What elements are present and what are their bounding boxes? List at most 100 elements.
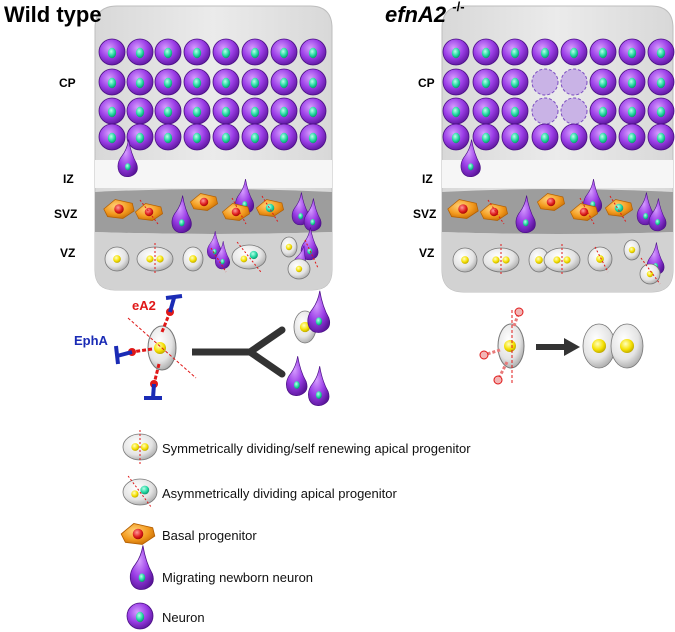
neuron-icon (442, 68, 470, 96)
neuron-icon (299, 68, 327, 96)
neuron-icon (560, 38, 588, 66)
neuron-icon (212, 97, 240, 125)
daughter-progenitor-icon (610, 323, 644, 369)
neuron-icon (501, 97, 529, 125)
neuron-icon (589, 68, 617, 96)
missing-neuron-icon (531, 68, 559, 96)
symmetric-progenitor-icon (482, 244, 520, 276)
symmetric-progenitor-icon (104, 246, 130, 272)
symmetric-progenitor-icon (287, 258, 311, 280)
neuron-icon (270, 123, 298, 151)
neuron-icon (98, 38, 126, 66)
neuron-icon (618, 68, 646, 96)
neuron-icon (212, 123, 240, 151)
receptor-label: EphA (74, 333, 108, 348)
wild-type-title: Wild type (4, 2, 102, 27)
neuron-icon (618, 97, 646, 125)
legend-label-migrating: Migrating newborn neuron (162, 570, 314, 585)
neuron-icon (183, 123, 211, 151)
zone-label-svz-left: SVZ (54, 207, 78, 221)
missing-neuron-icon (560, 97, 588, 125)
legend-label-basal: Basal progenitor (162, 528, 257, 543)
basal-progenitor-icon (536, 193, 565, 211)
neuron-icon (647, 68, 675, 96)
division-arrow-right (536, 338, 580, 356)
basal-progenitor-icon (189, 193, 218, 211)
neuron-icon (618, 38, 646, 66)
legend-label-asymmetric: Asymmetrically dividing apical progenito… (162, 486, 397, 501)
asymmetric-progenitor-icon (122, 475, 158, 509)
neuron-icon (472, 38, 500, 66)
neuron-icon (241, 123, 269, 151)
neuron-icon (154, 123, 182, 151)
legend-label-neuron: Neuron (162, 610, 205, 625)
zone-label-cp-right: CP (418, 76, 435, 90)
migrating-neuron-icon (460, 139, 481, 178)
neuron-icon (647, 123, 675, 151)
neuron-icon (212, 38, 240, 66)
ligand-label: eA2 (132, 298, 156, 313)
vz-band-left (95, 232, 332, 290)
neuron-icon (299, 38, 327, 66)
migrating-neuron-icon (129, 545, 154, 590)
basal-progenitor-icon (569, 203, 598, 221)
neuron-icon (241, 68, 269, 96)
neuron-icon (442, 97, 470, 125)
neuron-icon (472, 97, 500, 125)
neuron-icon (183, 38, 211, 66)
neuron-icon (98, 123, 126, 151)
neuron-icon (647, 38, 675, 66)
basal-progenitor-icon (134, 203, 163, 221)
neuron-icon (472, 68, 500, 96)
symmetric-progenitor-icon (543, 244, 581, 276)
neuron-icon (241, 38, 269, 66)
division-arrow-left (192, 326, 286, 378)
neuron-icon (126, 38, 154, 66)
symmetric-progenitor-icon (623, 239, 641, 261)
knockout-title: efnA2 -/- (385, 0, 465, 27)
neuron-icon (501, 123, 529, 151)
neuron-icon (299, 97, 327, 125)
neuron-icon (270, 68, 298, 96)
migrating-neuron-icon (648, 198, 667, 232)
migrating-neuron-icon (214, 241, 231, 270)
basal-progenitor-icon (604, 199, 633, 217)
migrating-neuron-icon (303, 198, 322, 232)
neuron-icon (442, 123, 470, 151)
zone-label-iz-left: IZ (63, 172, 74, 186)
daughter-neuron-icon (307, 290, 331, 333)
zone-label-cp-left: CP (59, 76, 76, 90)
basal-progenitor-icon (447, 199, 479, 219)
neuron-icon (98, 97, 126, 125)
symmetric-progenitor-icon (587, 246, 613, 272)
neuron-icon (183, 68, 211, 96)
migrating-neuron-icon (308, 366, 330, 406)
zone-label-svz-right: SVZ (413, 207, 437, 221)
symmetric-progenitor-icon (528, 247, 550, 273)
neuron-icon (212, 68, 240, 96)
symmetric-progenitor-icon (280, 236, 298, 258)
neuron-icon (154, 38, 182, 66)
missing-neuron-icon (531, 97, 559, 125)
migrating-neuron-icon (515, 195, 536, 234)
neuron-icon (589, 97, 617, 125)
zone-label-vz-left: VZ (60, 246, 76, 260)
neuron-icon (183, 97, 211, 125)
symmetric-progenitor-icon (452, 247, 478, 273)
migrating-neuron-icon (206, 231, 223, 260)
neuron-icon (241, 97, 269, 125)
neuron-icon (501, 38, 529, 66)
neuron-icon (560, 123, 588, 151)
symmetric-progenitor-icon (136, 243, 174, 275)
neuron-icon (589, 123, 617, 151)
zone-label-iz-right: IZ (422, 172, 433, 186)
ephrin-signaling-progenitor (114, 294, 197, 400)
neuron-icon (270, 97, 298, 125)
symmetric-progenitor-icon (122, 430, 158, 464)
neuron-icon (98, 68, 126, 96)
neuron-icon (126, 68, 154, 96)
zone-label-vz-right: VZ (419, 246, 435, 260)
neuron-icon (299, 123, 327, 151)
migrating-neuron-icon (117, 139, 138, 178)
